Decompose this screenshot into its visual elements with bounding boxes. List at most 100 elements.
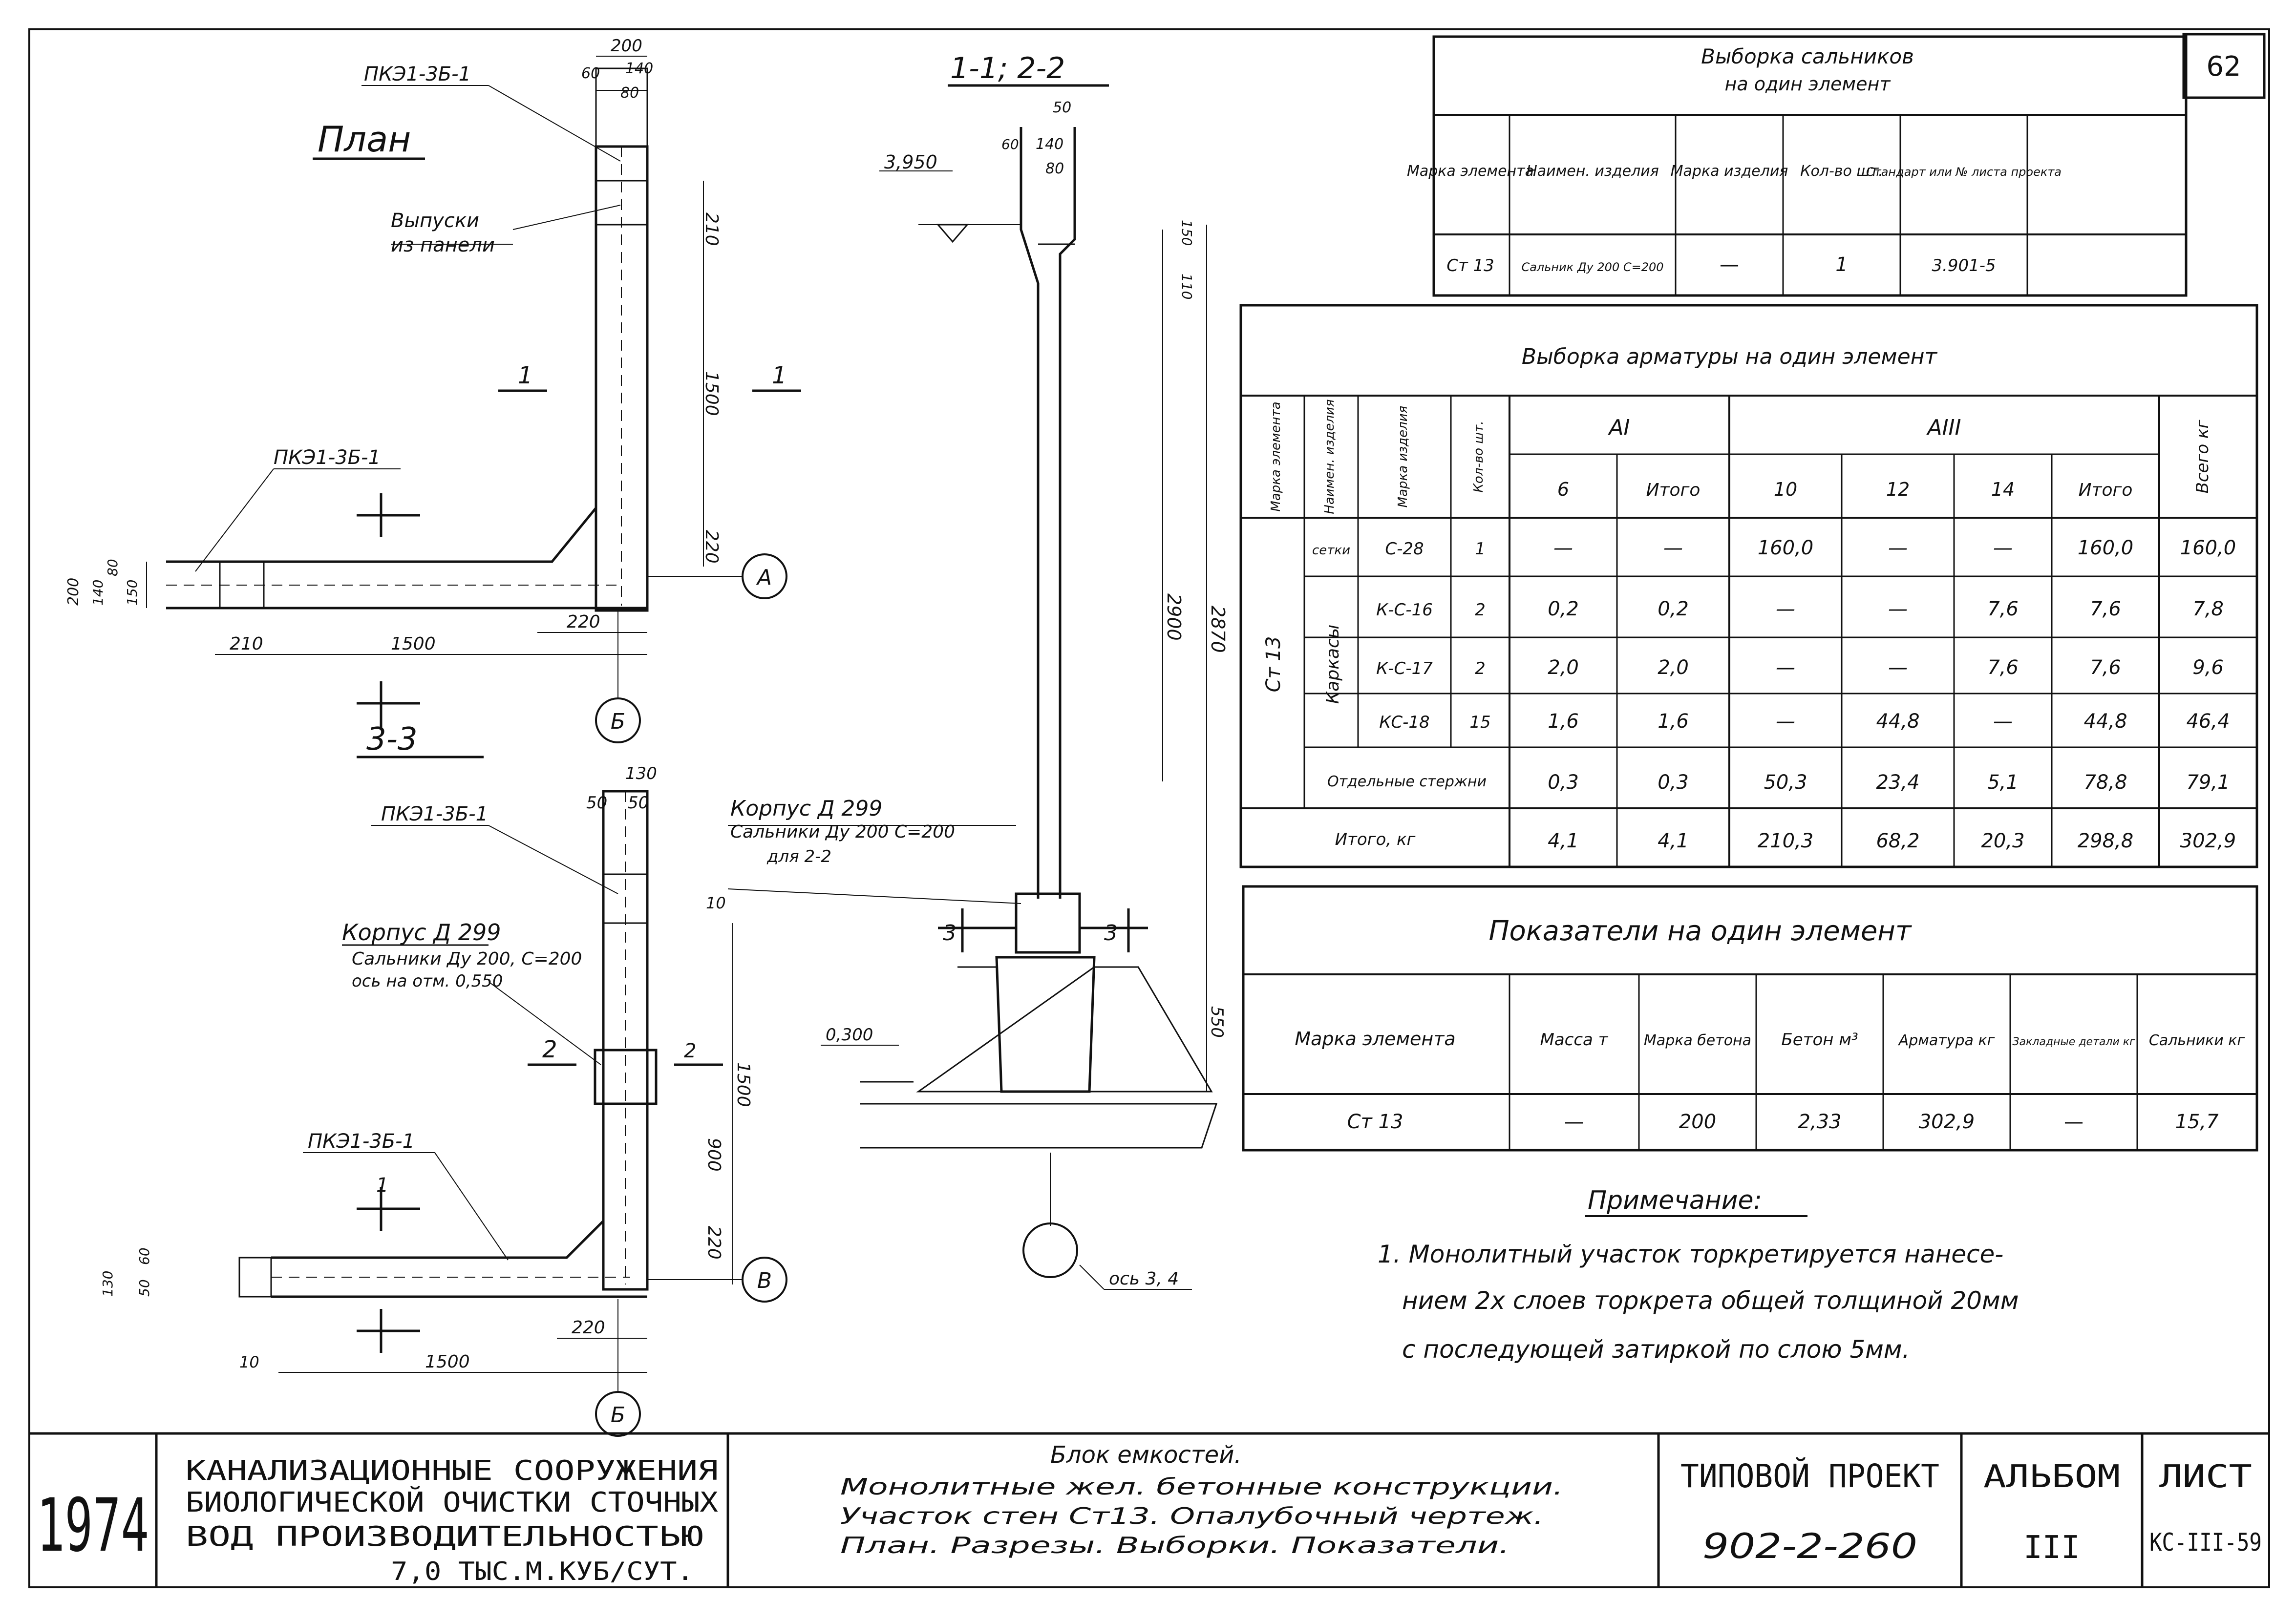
- plan-panel-left-label: ПКЭ1-3Б-1: [274, 446, 381, 469]
- dim-s11-50: 50: [1053, 99, 1071, 116]
- rebar-extra-v14: 5,1: [1987, 771, 2019, 794]
- s33-sec2-right: 2: [684, 1040, 696, 1062]
- dim-plan-80-l: 80: [105, 559, 121, 576]
- note: Примечание: 1. Монолитный участок торкре…: [1378, 1186, 2019, 1364]
- rebar-extra-v10: 50,3: [1764, 771, 1807, 794]
- title-desc-2: Монолитные жел. бетонные конструкции.: [840, 1474, 1563, 1500]
- ind-h-mark: Марка элемента: [1295, 1028, 1455, 1050]
- title-block: 1974 КАНАЛИЗАЦИОННЫЕ СООРУЖЕНИЯ БИОЛОГИЧ…: [29, 1432, 2269, 1587]
- ind-h-grade: Марка бетона: [1644, 1032, 1751, 1049]
- rebar-row-2-qty: 2: [1475, 659, 1486, 678]
- glands-h-item: Марка изделия: [1671, 163, 1788, 180]
- s33-sec2-left: 2: [542, 1036, 557, 1063]
- rebar-row-3-total: 46,4: [2186, 710, 2230, 733]
- rebar-row-2-v12: —: [1888, 656, 1908, 679]
- ind-h-glands: Сальники кг: [2149, 1032, 2245, 1049]
- glands-h-name: Наимен. изделия: [1526, 163, 1659, 180]
- s33-gland-ref: ось на отм. 0,550: [352, 971, 503, 991]
- s11-axis: ось 3, 4: [1109, 1269, 1179, 1289]
- glands-c-mark: Ст 13: [1446, 256, 1494, 275]
- dim-plan-80: 80: [620, 84, 639, 102]
- plan-axis-a: А: [756, 565, 772, 590]
- plan-title: План: [318, 119, 411, 160]
- rebar-row-2-total: 9,6: [2192, 656, 2224, 679]
- indicators-title: Показатели на один элемент: [1488, 915, 1912, 947]
- rebar-row-0-s3: 160,0: [2078, 537, 2134, 559]
- dim-plan-140-l: 140: [90, 580, 106, 606]
- dim-s33-130-l: 130: [100, 1271, 116, 1297]
- dim-plan-60: 60: [581, 65, 600, 82]
- rebar-row-1-v12: —: [1888, 598, 1908, 620]
- dim-plan-210-v: 210: [702, 212, 722, 246]
- ind-h-rebar: Арматура кг: [1898, 1032, 1995, 1049]
- plan-section-right: 1: [772, 362, 787, 389]
- rebar-h-mark: Марка элемента: [1269, 401, 1283, 511]
- title-desc-4: План. Разрезы. Выборки. Показатели.: [840, 1532, 1509, 1558]
- dim-s11-150: 150: [1179, 220, 1195, 246]
- rebar-row-2: К-С-17 2 2,0 2,0 — — 7,6 7,6 9,6: [1376, 656, 2224, 679]
- dim-s11-2900: 2900: [1163, 593, 1185, 641]
- dim-s33-220-h: 220: [572, 1318, 605, 1338]
- rebar-row-0-v10: 160,0: [1758, 537, 1814, 559]
- rebar-h-d6: 6: [1557, 479, 1569, 500]
- rebar-sum-v12: 68,2: [1876, 830, 1919, 852]
- rebar-group: Каркасы: [1323, 625, 1343, 704]
- rebar-sum-v10: 210,3: [1758, 830, 1814, 852]
- rebar-row-0-s1: —: [1663, 537, 1683, 559]
- rebar-row-extra: Отдельные стержни 0,3 0,3 50,3 23,4 5,1 …: [1327, 771, 2230, 794]
- title-org-1: КАНАЛИЗАЦИОННЫЕ СООРУЖЕНИЯ: [186, 1455, 718, 1487]
- rebar-sum-v6: 4,1: [1548, 830, 1579, 852]
- rebar-row-2-s1: 2,0: [1658, 656, 1689, 679]
- table-indicators: Показатели на один элемент Марка элемент…: [1242, 885, 2258, 1152]
- rebar-row-0-total: 160,0: [2180, 537, 2236, 559]
- s11-gland2: для 2-2: [766, 847, 831, 866]
- title-desc-1: Блок емкостей.: [1050, 1441, 1242, 1469]
- rebar-h-item: Марка изделия: [1396, 406, 1410, 508]
- rebar-row-2-s3: 7,6: [2090, 656, 2121, 679]
- rebar-row-3-s3: 44,8: [2083, 710, 2127, 733]
- section-3-3-title: 3-3: [366, 721, 418, 758]
- dim-s33-50b: 50: [628, 793, 649, 813]
- s11-elev-mid: 0,300: [826, 1025, 873, 1045]
- rebar-row-0-v12: —: [1888, 537, 1908, 559]
- dim-plan-220-v: 220: [702, 530, 722, 564]
- ind-c-rebar: 302,9: [1919, 1111, 1975, 1133]
- rebar-row-1-v14: 7,6: [1987, 598, 2019, 620]
- rebar-h-name: Наимен. изделия: [1322, 399, 1337, 514]
- dim-s11-550: 550: [1207, 1006, 1227, 1038]
- dim-s33-10: 10: [706, 894, 726, 912]
- rebar-row-sum: Итого, кг 4,1 4,1 210,3 68,2 20,3 298,8 …: [1335, 830, 2236, 852]
- s33-panel-top: ПКЭ1-3Б-1: [381, 803, 488, 825]
- rebar-h-d10: 10: [1774, 479, 1797, 500]
- rebar-row-3-v6: 1,6: [1548, 710, 1579, 733]
- rebar-row-0-v6: —: [1553, 537, 1573, 559]
- ind-c-embedded: —: [2064, 1111, 2083, 1133]
- section-1-1-labels: 1-1; 2-2 3,950 0,300 Корпус Д 299 Сальни…: [730, 51, 1229, 1289]
- dim-plan-1500-v: 1500: [702, 371, 722, 416]
- rebar-row-2-item: К-С-17: [1376, 659, 1433, 678]
- s33-axis-b-right: В: [757, 1268, 772, 1293]
- section-3-3-labels: 3-3 ПКЭ1-3Б-1 Корпус Д 299 Сальники Ду 2…: [100, 721, 772, 1428]
- glands-c-std: 3.901-5: [1932, 256, 1996, 275]
- rebar-extra-total: 79,1: [2186, 771, 2230, 794]
- rebar-extra-name: Отдельные стержни: [1327, 773, 1487, 790]
- s33-axis-b: Б: [611, 1403, 625, 1428]
- note-line-1: 1. Монолитный участок торкретируется нан…: [1378, 1240, 2003, 1268]
- ind-c-mass: —: [1564, 1111, 1584, 1133]
- glands-h-qty: Кол-во шт.: [1800, 163, 1883, 180]
- s11-elev-top: 3,950: [884, 151, 937, 173]
- rebar-row-3-s1: 1,6: [1658, 710, 1689, 733]
- ind-c-glands: 15,7: [2175, 1111, 2219, 1133]
- table-rebar: Выборка арматуры на один элемент Марка э…: [1239, 304, 2258, 868]
- s33-housing: Корпус Д 299: [342, 919, 501, 946]
- section-1-1: [727, 84, 1218, 1290]
- dim-plan-140: 140: [625, 60, 653, 77]
- title-project-label: ТИПОВОЙ ПРОЕКТ: [1680, 1457, 1939, 1495]
- title-desc-3: Участок стен Ст13. Опалубочный чертеж.: [840, 1503, 1544, 1529]
- title-album-label: АЛЬБОМ: [1983, 1459, 2120, 1495]
- dim-s11-2870: 2870: [1207, 606, 1229, 653]
- dim-s11-110: 110: [1179, 274, 1195, 299]
- ind-h-concrete: Бетон м³: [1781, 1030, 1858, 1050]
- dim-s33-1500-h: 1500: [425, 1352, 470, 1372]
